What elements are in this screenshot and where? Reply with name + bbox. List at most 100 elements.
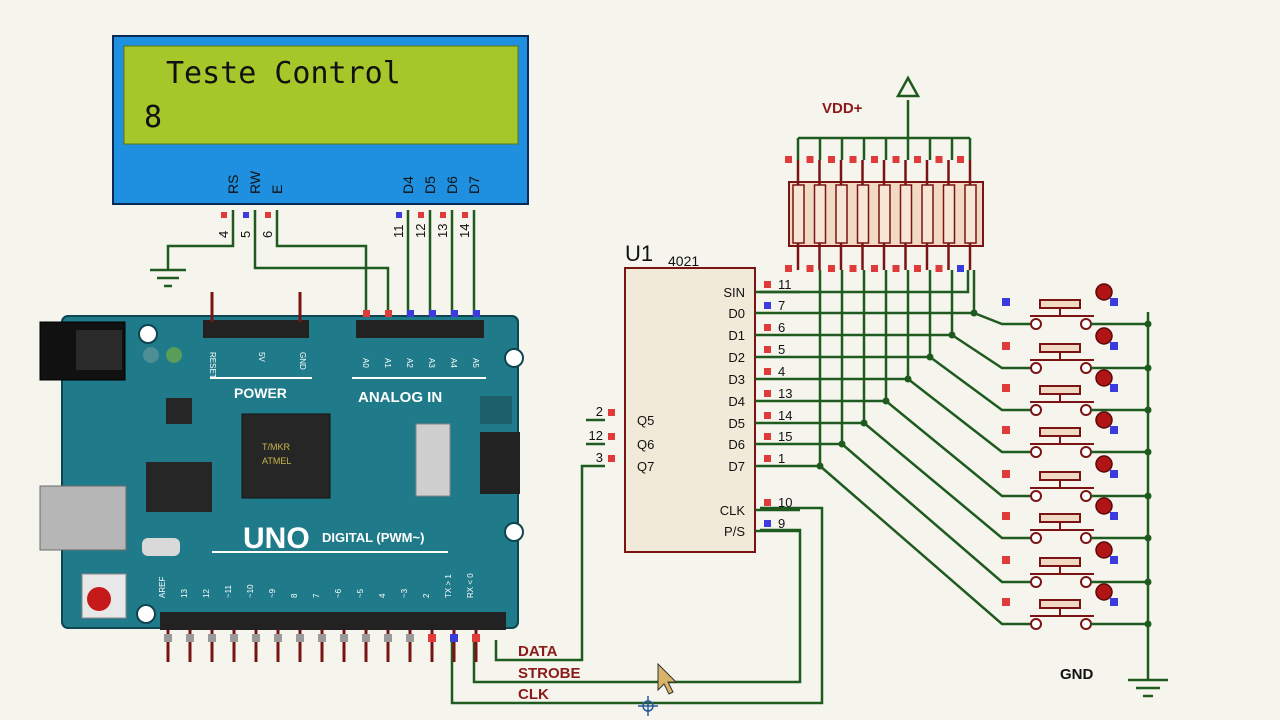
- pin-state-marker: [164, 634, 172, 642]
- resistor-element: [878, 184, 891, 244]
- pin-state-marker: [1110, 598, 1118, 606]
- pin-state-marker: [429, 310, 436, 317]
- pin-state-marker: [935, 156, 943, 163]
- pin-state-marker: [462, 212, 468, 218]
- pin-state-marker: [384, 634, 392, 642]
- resistor-top-leads: [796, 138, 972, 160]
- pushbutton-array[interactable]: [1002, 283, 1152, 630]
- pin-state-marker: [1002, 342, 1010, 350]
- lcd-pin-number: 5: [238, 231, 253, 238]
- arduino-uno-board[interactable]: T/MKR ATMEL POWER ANALOG IN UNO DIGITAL …: [39, 292, 524, 662]
- switch-line: [819, 465, 1030, 626]
- pin-state-marker: [957, 156, 964, 163]
- pushbutton[interactable]: [1002, 455, 1152, 502]
- resistor-element: [942, 184, 956, 244]
- switch-state-led-icon: [1095, 369, 1113, 387]
- pin-state-marker: [849, 156, 857, 163]
- pin-state-marker: [362, 634, 370, 642]
- resistor-network[interactable]: [785, 156, 984, 272]
- digital-pin-label: RX < 0: [466, 573, 475, 598]
- pushbutton[interactable]: [1002, 327, 1152, 374]
- strobe-net-label: STROBE: [518, 665, 581, 682]
- ic-pin-number: 3: [596, 450, 603, 465]
- arduino-pin-stubs: [164, 292, 480, 662]
- pin-state-marker: [252, 634, 260, 642]
- digital-pin-label: AREF: [158, 577, 167, 598]
- pin-state-marker: [1002, 598, 1010, 606]
- switch-state-led-icon: [1095, 541, 1113, 559]
- switch-line: [907, 378, 1030, 454]
- lcd-pin-label: D5: [422, 176, 438, 194]
- pin-state-marker: [363, 310, 370, 317]
- ic-pin-label: D1: [728, 328, 745, 343]
- pin-state-marker: [764, 455, 771, 462]
- pin-state-marker: [764, 433, 771, 440]
- data-wire: [494, 464, 605, 662]
- pushbutton[interactable]: [1002, 411, 1152, 458]
- pushbutton[interactable]: [1002, 369, 1152, 416]
- pin-state-marker: [764, 346, 771, 353]
- pin-state-marker: [407, 310, 414, 317]
- lcd-rs-wire: [166, 210, 235, 270]
- pin-state-marker: [208, 634, 216, 642]
- power-pin-label: 5V: [257, 352, 266, 362]
- ic-part-number: 4021: [668, 253, 699, 269]
- pin-state-marker: [186, 634, 194, 642]
- analog-pin-label: A3: [427, 358, 436, 368]
- resistor-element: [835, 184, 848, 244]
- pin-state-marker: [243, 212, 249, 218]
- digital-pin-label: 2: [422, 593, 431, 598]
- pushbutton[interactable]: [1002, 497, 1152, 544]
- pin-state-marker: [472, 634, 480, 642]
- atmega-marking-1: T/MKR: [262, 442, 290, 452]
- ic-pin-number: 5: [778, 342, 785, 357]
- resistor-element: [921, 184, 934, 244]
- switch-line: [863, 422, 1030, 540]
- pin-state-marker: [473, 310, 480, 317]
- lcd-pin-number: 12: [413, 224, 428, 238]
- switch-line: [951, 333, 1030, 370]
- ic-pin-label: D7: [728, 459, 745, 474]
- pin-state-marker: [764, 324, 771, 331]
- digital-pin-label: ~11: [224, 584, 233, 598]
- pushbutton[interactable]: [1002, 583, 1152, 630]
- pin-state-marker: [764, 412, 771, 419]
- power-pin-label: GND: [298, 352, 307, 370]
- pin-state-marker: [385, 310, 392, 317]
- pin-state-marker: [230, 634, 238, 642]
- digital-header-label: DIGITAL (PWM~): [322, 530, 424, 545]
- ic-4021[interactable]: U1 4021 SIN11D07D16D25D34D413D514D615D71…: [589, 241, 800, 553]
- lcd-pin-label: D7: [466, 176, 482, 194]
- uno-logo-text: UNO: [243, 522, 310, 555]
- ic-pin-number: 4: [778, 364, 785, 379]
- ic-pin-number: 11: [778, 277, 792, 292]
- pushbutton[interactable]: [1002, 283, 1152, 330]
- pin-state-marker: [806, 156, 814, 163]
- ic-pin-label: Q6: [637, 437, 654, 452]
- digital-pin-label: ~9: [268, 588, 277, 598]
- digital-pin-label: ~6: [334, 588, 343, 598]
- pin-state-marker: [1110, 426, 1118, 434]
- pin-state-marker: [608, 409, 615, 416]
- power-header-label: POWER: [234, 385, 287, 401]
- digital-pin-label: ~5: [356, 588, 365, 598]
- vdd-supply: VDD+: [822, 75, 921, 117]
- pin-state-marker: [828, 156, 835, 163]
- ic-pin-number: 13: [778, 386, 792, 401]
- digital-pin-label: 13: [180, 589, 189, 598]
- lcd-line-2: 8: [144, 100, 162, 135]
- atmega-marking-2: ATMEL: [262, 456, 291, 466]
- lcd-pin-label: RW: [247, 170, 263, 194]
- analog-header-label: ANALOG IN: [358, 389, 442, 406]
- digital-pin-label: ~10: [246, 584, 255, 598]
- ic-pin-number: 15: [778, 429, 792, 444]
- analog-pin-label: A0: [361, 358, 370, 368]
- pin-state-marker: [871, 156, 878, 163]
- ic-pin-label: CLK: [720, 503, 746, 518]
- pin-state-marker: [221, 212, 227, 218]
- pushbutton[interactable]: [1002, 541, 1152, 588]
- pin-state-marker: [608, 455, 615, 462]
- pin-state-marker: [296, 634, 304, 642]
